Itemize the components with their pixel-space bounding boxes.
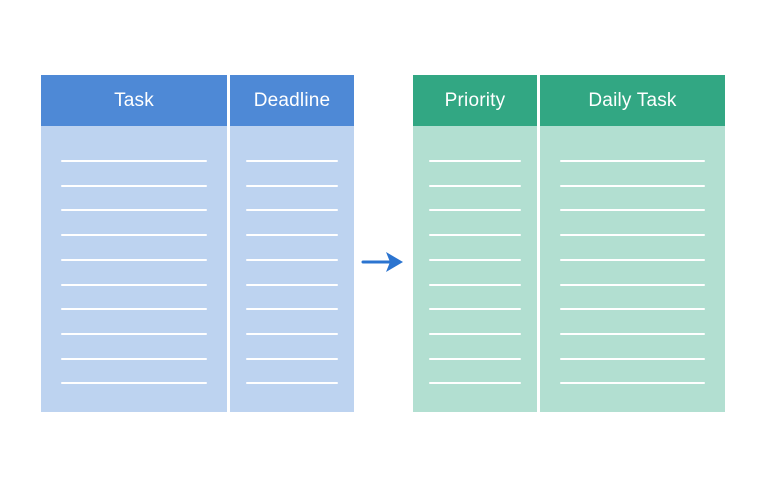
before-table: Task Deadline — [41, 75, 354, 412]
task-column-body — [41, 126, 227, 412]
row-placeholder-line — [429, 184, 521, 187]
row-placeholder-line — [246, 283, 338, 286]
row-placeholder-line — [560, 382, 705, 385]
row-placeholder-line — [429, 209, 521, 212]
row-placeholder-line — [560, 332, 705, 335]
priority-column-header: Priority — [413, 75, 537, 126]
row-placeholder-line — [61, 209, 207, 212]
priority-column-body — [413, 126, 537, 412]
row-placeholder-line — [560, 283, 705, 286]
row-placeholder-line — [429, 308, 521, 311]
row-placeholder-line — [61, 184, 207, 187]
deadline-column: Deadline — [230, 75, 354, 412]
row-placeholder-line — [560, 209, 705, 212]
row-placeholder-line — [246, 209, 338, 212]
priority-column: Priority — [413, 75, 537, 412]
row-placeholder-line — [61, 283, 207, 286]
row-placeholder-line — [429, 332, 521, 335]
daily-task-column-header: Daily Task — [540, 75, 725, 126]
row-placeholder-line — [61, 382, 207, 385]
row-placeholder-line — [246, 160, 338, 162]
task-column-header: Task — [41, 75, 227, 126]
row-placeholder-line — [560, 308, 705, 311]
row-placeholder-line — [560, 357, 705, 360]
row-placeholder-line — [429, 382, 521, 385]
row-placeholder-line — [246, 234, 338, 237]
row-placeholder-line — [560, 258, 705, 261]
row-placeholder-line — [560, 160, 705, 162]
deadline-column-body — [230, 126, 354, 412]
row-placeholder-line — [246, 332, 338, 335]
row-placeholder-line — [246, 184, 338, 187]
arrow-right-icon — [361, 252, 403, 272]
row-placeholder-line — [61, 160, 207, 162]
row-placeholder-line — [61, 332, 207, 335]
row-placeholder-line — [560, 184, 705, 187]
row-placeholder-line — [246, 308, 338, 311]
row-placeholder-line — [61, 357, 207, 360]
row-placeholder-line — [246, 258, 338, 261]
deadline-column-header: Deadline — [230, 75, 354, 126]
row-placeholder-line — [429, 234, 521, 237]
row-placeholder-line — [429, 283, 521, 286]
after-table: Priority Daily Task — [413, 75, 725, 412]
row-placeholder-line — [560, 234, 705, 237]
row-placeholder-line — [61, 234, 207, 237]
daily-task-column-body — [540, 126, 725, 412]
row-placeholder-line — [429, 357, 521, 360]
row-placeholder-line — [246, 382, 338, 385]
daily-task-column: Daily Task — [540, 75, 725, 412]
task-column: Task — [41, 75, 227, 412]
row-placeholder-line — [246, 357, 338, 360]
row-placeholder-line — [429, 160, 521, 162]
row-placeholder-line — [61, 258, 207, 261]
row-placeholder-line — [429, 258, 521, 261]
row-placeholder-line — [61, 308, 207, 311]
